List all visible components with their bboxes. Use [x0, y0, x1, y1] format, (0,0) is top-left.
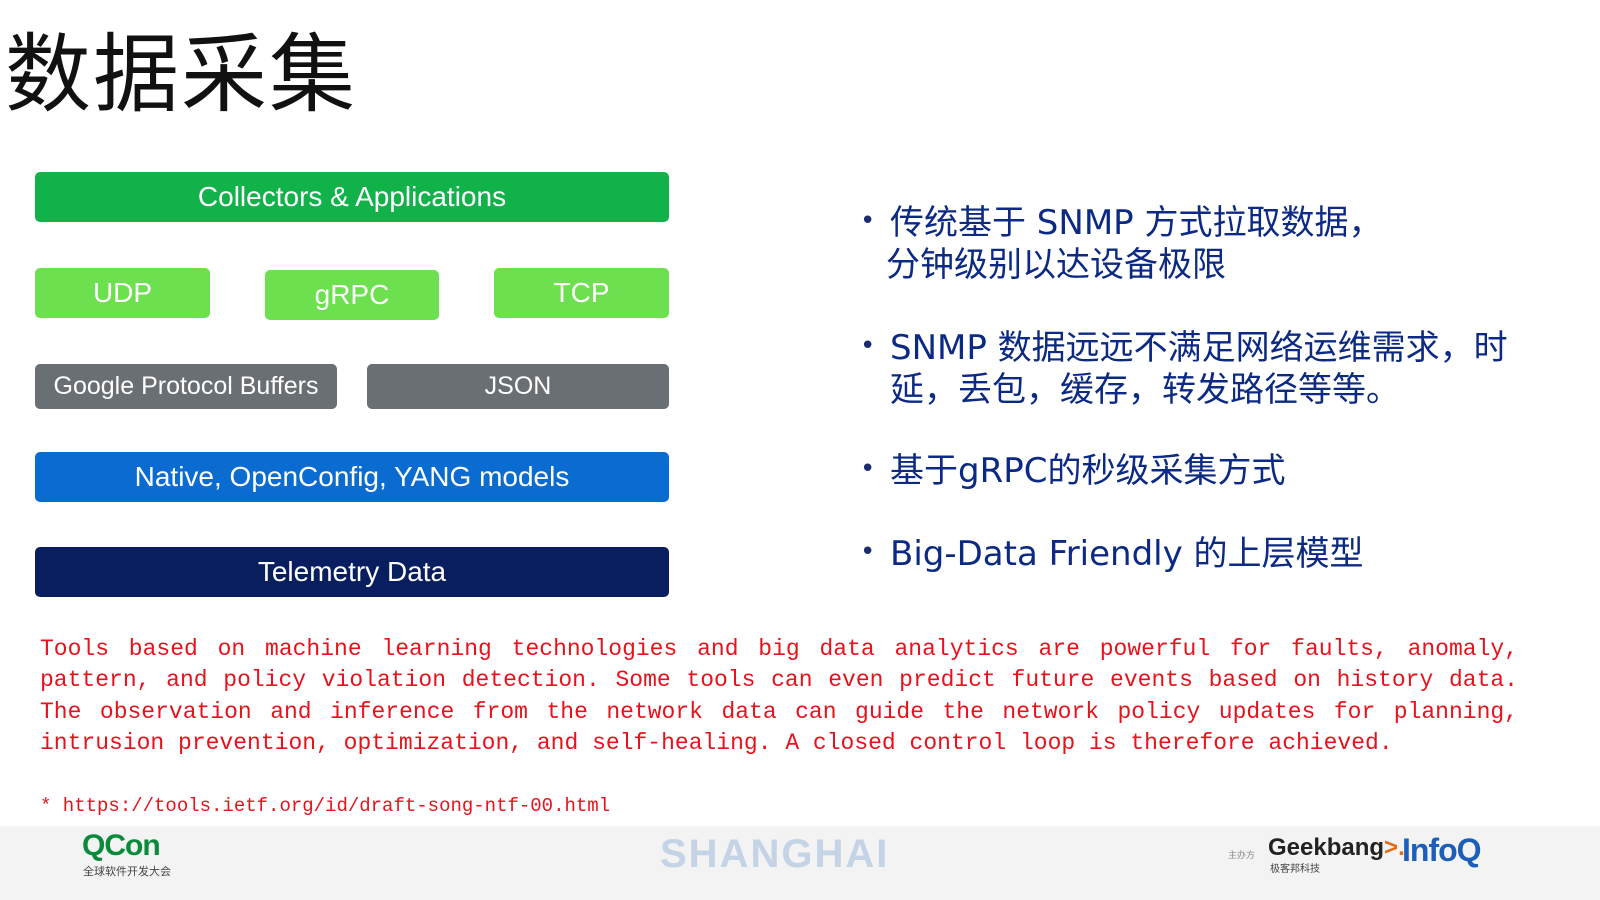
bullet-line: 基于gRPC的秒级采集方式 [890, 451, 1286, 491]
bullet-item: • SNMP 数据远远不满足网络运维需求，时 延，丢包，缓存，转发路径等等。 [860, 327, 1508, 411]
infoq-logo: InfoQ [1402, 832, 1482, 868]
qcon-logo: QCon [82, 829, 161, 862]
telemetry-data-layer: Telemetry Data [35, 547, 669, 597]
bullet-line: 传统基于 SNMP 方式拉取数据， [890, 203, 1383, 243]
organizer-label: 主办方 [1228, 851, 1256, 861]
protobuf-block: Google Protocol Buffers [35, 364, 337, 409]
bullet-dot-icon: • [860, 537, 876, 567]
bullet-dot-icon: • [860, 331, 876, 361]
city-label: SHANGHAI [660, 832, 890, 876]
geekbang-logo: Geekbang>. [1268, 834, 1405, 862]
bullet-line: 延，丢包，缓存，转发路径等等。 [890, 370, 1400, 410]
slide-title: 数据采集 [5, 25, 357, 125]
collectors-layer: Collectors & Applications [35, 172, 669, 222]
footnote-paragraph: Tools based on machine learning technolo… [40, 636, 1518, 756]
bullet-line: 分钟级别以达设备极限 [886, 245, 1226, 285]
bullet-line: Big-Data Friendly 的上层模型 [890, 534, 1364, 574]
geekbang-subtitle: 极客邦科技 [1270, 864, 1320, 875]
bullet-dot-icon: • [860, 206, 876, 236]
udp-block: UDP [35, 268, 210, 318]
bullet-dot-icon: • [860, 454, 876, 484]
models-layer: Native, OpenConfig, YANG models [35, 452, 669, 502]
bullet-item: • 基于gRPC的秒级采集方式 [860, 450, 1285, 492]
tcp-block: TCP [494, 268, 669, 318]
geekbang-arrow-icon: >. [1384, 834, 1405, 861]
qcon-subtitle: 全球软件开发大会 [83, 865, 171, 878]
bullet-item: • Big-Data Friendly 的上层模型 [860, 533, 1364, 575]
grpc-block: gRPC [265, 270, 439, 320]
bullet-item: • 传统基于 SNMP 方式拉取数据， 分钟级别以达设备极限 [860, 202, 1382, 286]
footer-bar [0, 826, 1600, 900]
geekbang-wordmark: Geekbang [1268, 834, 1385, 861]
bullet-line: SNMP 数据远远不满足网络运维需求，时 [890, 328, 1508, 368]
json-block: JSON [367, 364, 669, 409]
reference-link[interactable]: * https://tools.ietf.org/id/draft-song-n… [40, 795, 611, 817]
